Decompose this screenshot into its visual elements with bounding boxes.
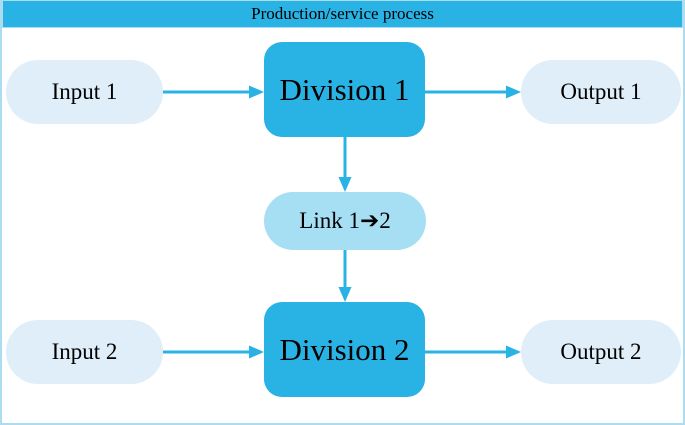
node-output-2-label: Output 2 [560,339,642,364]
diagram-title: Production/service process [251,4,434,23]
node-link-1-2: Link 1➔2 [264,192,426,250]
node-output-1: Output 1 [521,60,681,124]
diagram-title-bar: Production/service process [2,0,683,28]
node-output-1-label: Output 1 [560,79,642,104]
node-input-2-label: Input 2 [51,339,118,364]
node-link-1-2-label: Link 1➔2 [299,208,391,233]
node-input-2: Input 2 [6,320,163,384]
node-input-1: Input 1 [6,60,163,124]
node-division-2-label: Division 2 [279,331,410,367]
node-output-2: Output 2 [521,320,681,384]
node-division-1-label: Division 1 [279,71,410,107]
node-division-1: Division 1 [264,42,425,137]
node-input-1-label: Input 1 [51,79,118,104]
node-division-2: Division 2 [264,302,425,397]
